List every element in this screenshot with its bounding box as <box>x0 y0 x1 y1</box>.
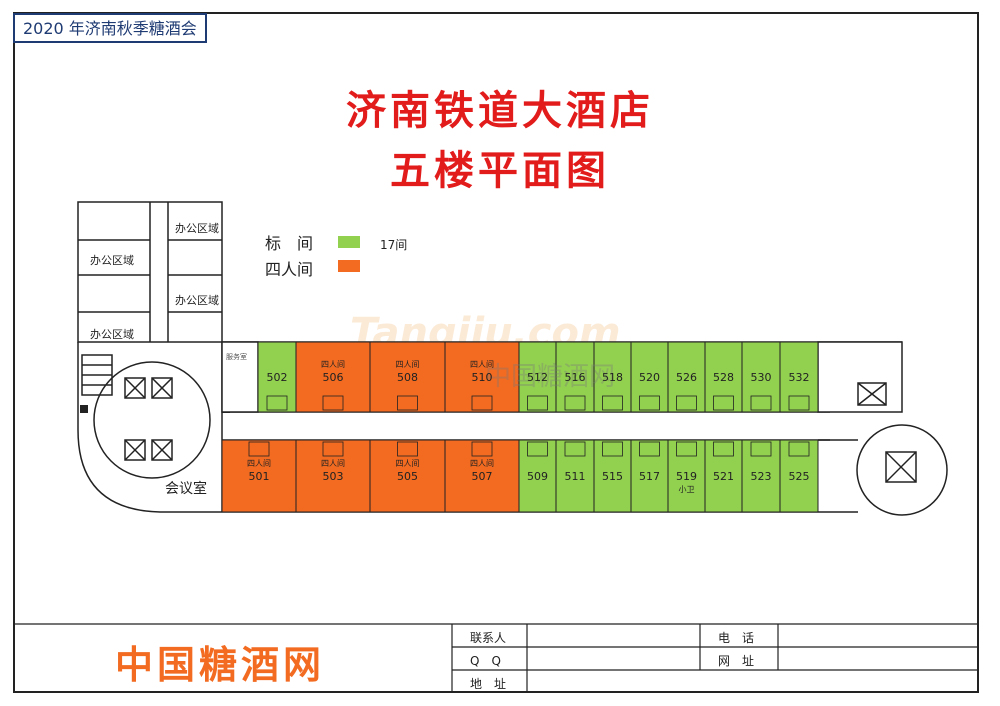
bathroom-503 <box>322 441 344 457</box>
room-number-519: 519 <box>676 470 697 483</box>
address-label: 地 址 <box>470 677 507 691</box>
bathroom-530 <box>750 395 772 411</box>
bathroom-515 <box>602 441 623 457</box>
bathroom-518 <box>602 395 623 411</box>
room-number-516: 516 <box>564 371 586 384</box>
room-number-523: 523 <box>750 470 772 483</box>
room-type-tag-510: 四人间 <box>470 360 494 369</box>
legend-quad-swatch <box>338 260 360 272</box>
room-518 <box>593 341 632 413</box>
page-frame <box>13 12 979 693</box>
room-502 <box>257 341 297 413</box>
meeting-room-label: 会议室 <box>165 481 207 497</box>
room-503 <box>295 439 371 513</box>
room-type-tag-508: 四人间 <box>395 360 420 369</box>
service-room-label: 服务室 <box>226 353 247 361</box>
room-number-503: 503 <box>322 470 344 483</box>
room-type-tag-507: 四人间 <box>470 459 494 468</box>
room-type-tag-503: 四人间 <box>321 459 345 468</box>
bathroom-511 <box>564 441 586 457</box>
office-label-4: 办公区域 <box>175 294 219 307</box>
bathroom-517 <box>639 441 660 457</box>
room-501 <box>221 439 297 513</box>
legend-standard-count: 17间 <box>380 238 408 252</box>
room-number-521: 521 <box>713 470 734 483</box>
room-number-517: 517 <box>639 470 660 483</box>
bathroom-525 <box>788 441 810 457</box>
room-number-526: 526 <box>676 371 697 384</box>
floor-title: 五楼平面图 <box>390 148 610 194</box>
office-label-3: 办公区域 <box>175 222 219 235</box>
bathroom-506 <box>322 395 344 411</box>
room-number-512: 512 <box>527 371 548 384</box>
bathroom-501 <box>248 441 270 457</box>
room-509 <box>518 439 557 513</box>
room-number-501: 501 <box>248 470 270 483</box>
office-label-1: 办公区域 <box>90 254 134 267</box>
room-type-tag-506: 四人间 <box>321 360 345 369</box>
room-number-510: 510 <box>471 371 493 384</box>
bathroom-507 <box>471 441 493 457</box>
bathroom-521 <box>713 441 734 457</box>
bathroom-509 <box>527 441 548 457</box>
room-number-520: 520 <box>639 371 660 384</box>
bathroom-528 <box>713 395 734 411</box>
room-528 <box>704 341 743 413</box>
left-wing <box>77 201 223 513</box>
room-515 <box>593 439 632 513</box>
bathroom-520 <box>639 395 660 411</box>
room-number-511: 511 <box>564 470 586 483</box>
watermark-cn: 中国糖酒网 <box>485 362 616 392</box>
footer-table <box>13 623 979 693</box>
website-label: 网 址 <box>718 654 755 668</box>
room-number-509: 509 <box>527 470 548 483</box>
legend-standard-swatch <box>338 236 360 248</box>
bathroom-532 <box>788 395 810 411</box>
bathroom-502 <box>266 395 288 411</box>
room-number-508: 508 <box>397 371 418 384</box>
room-506 <box>295 341 371 413</box>
room-520 <box>630 341 669 413</box>
room-517 <box>630 439 669 513</box>
room-516 <box>555 341 595 413</box>
qq-label: Q Q <box>470 654 501 668</box>
bathroom-508 <box>397 395 418 411</box>
room-number-518: 518 <box>602 371 623 384</box>
legend-quad-label: 四人间 <box>265 260 314 279</box>
legend-standard-label: 标 间 <box>265 234 314 253</box>
hotel-title: 济南铁道大酒店 <box>346 88 654 134</box>
room-532 <box>779 341 819 413</box>
phone-label: 电 话 <box>718 631 755 645</box>
room-508 <box>369 341 446 413</box>
room-type-tag-501: 四人间 <box>247 459 271 468</box>
bathroom-523 <box>750 441 772 457</box>
bathroom-516 <box>564 395 586 411</box>
contact-label: 联系人 <box>470 631 507 645</box>
room-number-528: 528 <box>713 371 734 384</box>
room-519 <box>667 439 706 513</box>
room-525 <box>779 439 819 513</box>
room-523 <box>741 439 781 513</box>
bathroom-512 <box>527 395 548 411</box>
room-number-532: 532 <box>788 371 810 384</box>
room-526 <box>667 341 706 413</box>
room-number-525: 525 <box>788 470 810 483</box>
room-number-505: 505 <box>397 470 418 483</box>
room-number-507: 507 <box>471 470 493 483</box>
office-label-2: 办公区域 <box>90 328 134 341</box>
bathroom-526 <box>676 395 697 411</box>
room-number-502: 502 <box>266 371 288 384</box>
room-number-530: 530 <box>750 371 772 384</box>
bathroom-510 <box>471 395 493 411</box>
room-type-tag-505: 四人间 <box>395 459 420 468</box>
footer-brand: 中国糖酒网 <box>115 643 326 687</box>
room-number-506: 506 <box>322 371 344 384</box>
header-tag: 2020 年济南秋季糖酒会 <box>13 13 207 43</box>
small-bath-label: 小卫 <box>678 485 695 494</box>
bathroom-519 <box>676 441 697 457</box>
bathroom-505 <box>397 441 418 457</box>
room-number-515: 515 <box>602 470 623 483</box>
